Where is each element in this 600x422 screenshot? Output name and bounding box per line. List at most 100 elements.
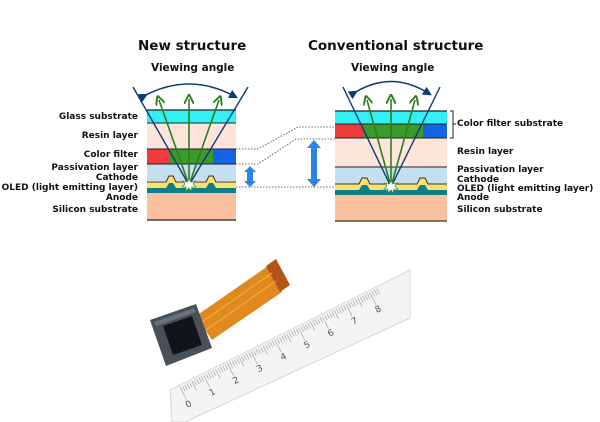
ruler-tick: [272, 340, 276, 347]
new-thickness-arrow: [244, 166, 256, 187]
ruler-tick: [331, 311, 335, 317]
ruler-tick: [184, 384, 188, 391]
conv-silicon-layer: [335, 195, 447, 221]
ruler-tick: [186, 383, 191, 389]
ruler-tick: [369, 292, 377, 305]
new-structure-stack: [132, 83, 249, 221]
ruler-tick: [267, 343, 271, 349]
ruler-tick: [193, 379, 198, 386]
new-glass-layer: [147, 110, 236, 123]
label-color-filter-substrate: Color filter substrate: [457, 119, 564, 129]
ruler-tick: [348, 302, 352, 309]
ruler-label: 7: [350, 316, 360, 328]
ruler-tick: [248, 352, 252, 359]
conventional-thickness-arrow: [307, 140, 321, 187]
ruler-tick: [326, 313, 330, 320]
ruler-tick: [295, 328, 300, 335]
ruler-tick: [210, 371, 214, 378]
new-structure-title: New structure: [138, 38, 247, 54]
new-viewing-angle-label: Viewing angle: [151, 62, 235, 74]
ruler-tick: [279, 337, 283, 343]
ruler-tick: [293, 329, 297, 336]
ruler-tick: [374, 289, 378, 296]
label-conv-silicon-substrate: Silicon substrate: [457, 205, 543, 215]
new-filter-red: [147, 149, 169, 164]
label-resin-layer: Resin layer: [81, 131, 138, 141]
ruler-tick: [376, 288, 380, 295]
flex-cable: [196, 266, 282, 340]
ruler-tick: [189, 382, 193, 388]
ruler-tick: [260, 346, 264, 353]
conv-green-ray-left: [367, 100, 392, 188]
conv-viewing-angle-arc: [347, 80, 432, 100]
new-green-ray-left: [159, 100, 190, 186]
ruler-tick: [191, 380, 197, 391]
ruler-tick: [255, 348, 259, 355]
ruler-tick: [357, 297, 363, 308]
conventional-structure-title: Conventional structure: [308, 38, 484, 54]
ruler-tick: [276, 338, 281, 344]
new-green-ray-right: [188, 100, 219, 186]
ruler-tick: [317, 318, 321, 324]
conv-ray-left: [342, 86, 392, 188]
ruler-tick: [231, 360, 236, 367]
new-ray-right: [188, 86, 249, 186]
ruler-tick: [269, 341, 274, 348]
label-passivation-layer: Passivation layer: [51, 163, 138, 173]
ruler-tick: [352, 300, 356, 306]
ruler-tick: [229, 361, 233, 368]
ruler-tick: [305, 324, 309, 330]
ruler-tick: [241, 356, 245, 362]
ruler-label: 2: [232, 375, 242, 387]
ruler-tick: [340, 306, 345, 312]
ruler-tick: [243, 354, 247, 361]
new-silicon-layer: [147, 193, 236, 220]
label-cathode: Cathode: [95, 173, 138, 183]
ruler-tick: [198, 377, 202, 384]
ruler-tick: [257, 347, 262, 354]
ruler-tick: [371, 290, 375, 297]
conv-filter-red: [335, 124, 363, 138]
ruler-tick: [227, 363, 234, 376]
label-conv-oled: OLED (light emitting layer): [457, 184, 594, 194]
ruler-tick: [319, 316, 323, 323]
ruler-tick: [336, 308, 340, 315]
microdisplay-screen: [163, 316, 202, 355]
ruler: [169, 269, 411, 422]
ruler-tick: [284, 334, 288, 341]
ruler-tick: [238, 357, 244, 367]
ruler-tick: [253, 350, 257, 356]
ruler-label: 0: [184, 399, 194, 411]
new-resin-layer: [147, 123, 236, 149]
ruler-label: 8: [374, 304, 384, 316]
ruler-tick: [300, 326, 304, 333]
label-conv-cathode: Cathode: [457, 175, 500, 185]
ruler-tick: [291, 331, 295, 337]
ruler-label: 6: [326, 328, 336, 340]
ruler-tick: [201, 376, 205, 382]
label-anode: Anode: [105, 193, 138, 203]
label-silicon-substrate: Silicon substrate: [52, 205, 138, 215]
conv-ray-right: [390, 86, 441, 188]
ruler-tick: [314, 319, 319, 325]
conv-filter-green: [363, 124, 423, 138]
conventional-viewing-angle-label: Viewing angle: [351, 62, 435, 74]
label-color-filter: Color filter: [83, 150, 138, 160]
ruler-tick: [312, 320, 316, 327]
ruler-tick: [265, 344, 269, 350]
ruler-tick: [364, 294, 368, 301]
ruler-tick: [350, 301, 354, 308]
ruler-tick: [310, 321, 316, 331]
conventional-structure-stack: [335, 80, 456, 222]
ruler-tick: [343, 305, 347, 311]
ruler-tick: [345, 303, 353, 317]
ruler-label: 4: [279, 352, 289, 364]
label-conv-passivation-layer: Passivation layer: [457, 165, 544, 175]
ruler-tick: [302, 325, 307, 331]
conv-filter-blue: [423, 124, 447, 138]
new-ray-left: [132, 86, 190, 186]
conv-green-ray-right: [390, 100, 415, 188]
ruler-tick: [234, 359, 238, 366]
